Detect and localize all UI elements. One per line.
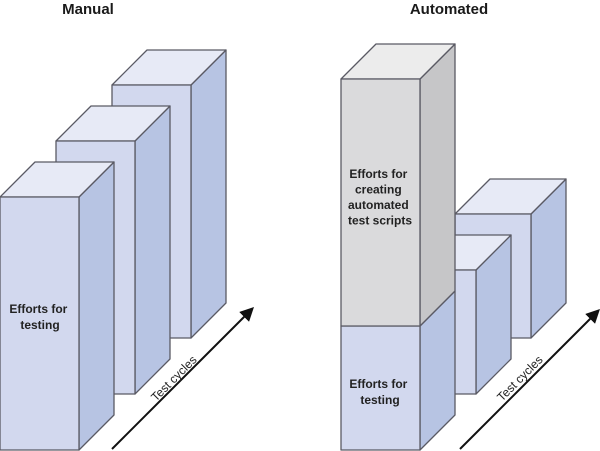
manual-bar-cycle-1	[0, 161, 115, 451]
automated-test-cycles-arrow	[459, 309, 600, 450]
automated-testing-label: Efforts for testing	[349, 377, 410, 407]
automated-bar-cycle-1-testing	[340, 290, 456, 451]
manual-title: Manual	[62, 1, 114, 18]
manual-test-cycles-arrow	[111, 307, 254, 450]
manual-bar-label-line: Efforts for	[9, 302, 67, 316]
script-label-line: test scripts	[348, 214, 412, 228]
testing-label-line: testing	[360, 393, 399, 407]
manual-bar-label: Efforts for testing	[9, 302, 70, 332]
bars-group	[0, 43, 567, 451]
script-label-line: automated	[348, 198, 409, 212]
script-label-line: creating	[355, 183, 402, 197]
script-label-line: Efforts for	[349, 167, 407, 181]
manual-bar-cycle-2-side-face	[134, 105, 171, 395]
automated-script-label: Efforts for creating automated test scri…	[348, 167, 412, 228]
automated-bar-cycle-1-scripts-front-face	[340, 78, 421, 327]
automated-bar-cycle-1-scripts	[340, 43, 456, 327]
automated-bar-cycle-1-scripts-side-face	[419, 43, 456, 327]
manual-bar-cycle-1-front-face	[0, 196, 80, 451]
manual-bar-label-line: testing	[20, 318, 59, 332]
automated-title: Automated	[410, 1, 488, 18]
testing-label-line: Efforts for	[349, 377, 407, 391]
manual-bar-cycle-1-side-face	[78, 161, 115, 451]
manual-bar-cycle-3-side-face	[190, 49, 227, 339]
